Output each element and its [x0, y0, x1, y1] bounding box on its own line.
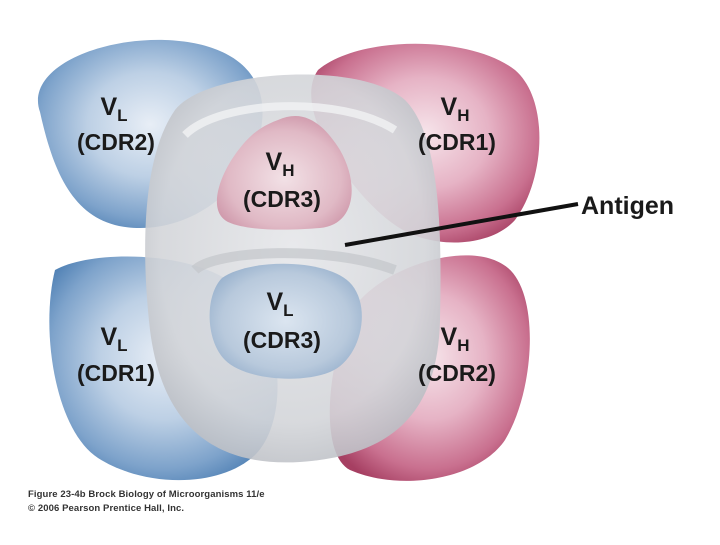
label-vh-cdr2-cdr: (CDR2) [418, 360, 496, 386]
label-vl-cdr2-chain: V [100, 93, 117, 121]
label-vl-cdr3-cdr: (CDR3) [243, 327, 321, 353]
label-vl-cdr2-subscript: L [117, 106, 127, 125]
label-vl-cdr1-subscript: L [117, 336, 127, 355]
antigen-pointer-line [344, 202, 579, 247]
label-vh-cdr3: VH (CDR3) [243, 148, 321, 212]
antigen-groove-shading-upper [182, 102, 398, 138]
label-vl-cdr3: VL (CDR3) [243, 288, 321, 353]
label-vh-cdr2: VH (CDR2) [418, 323, 496, 386]
antigen-groove-shading [191, 248, 397, 275]
svg-text:VL: VL [100, 323, 127, 355]
vh-cdr3-region [216, 115, 352, 230]
svg-text:VH: VH [441, 93, 470, 125]
copyright-caption: © 2006 Pearson Prentice Hall, Inc. [28, 503, 185, 514]
label-vh-cdr1: VH (CDR1) [418, 93, 496, 155]
label-vl-cdr1-chain: V [100, 323, 117, 351]
label-vh-cdr2-subscript: H [457, 336, 469, 355]
label-vl-cdr2: VL (CDR2) [77, 93, 155, 155]
label-vh-cdr1-cdr: (CDR1) [418, 129, 496, 155]
svg-text:VL: VL [100, 93, 127, 125]
label-vl-cdr1-cdr: (CDR1) [77, 360, 155, 386]
svg-text:VH: VH [441, 323, 470, 355]
label-vh-cdr2-chain: V [441, 323, 458, 351]
label-vl-cdr3-subscript: L [283, 301, 293, 320]
label-vh-cdr1-subscript: H [457, 106, 469, 125]
label-vh-cdr1-chain: V [441, 93, 458, 121]
label-vl-cdr2-cdr: (CDR2) [77, 129, 155, 155]
label-vl-cdr1: VL (CDR1) [77, 323, 155, 386]
label-vh-cdr3-chain: V [266, 148, 283, 176]
svg-text:VH: VH [266, 148, 295, 180]
figure-caption: Figure 23-4b Brock Biology of Microorgan… [28, 489, 265, 500]
label-vl-cdr3-chain: V [266, 288, 283, 316]
label-vh-cdr3-subscript: H [282, 161, 294, 180]
label-vh-cdr3-cdr: (CDR3) [243, 186, 321, 212]
vl-cdr3-region [209, 263, 362, 379]
svg-text:VL: VL [266, 288, 293, 320]
antigen-label: Antigen [581, 192, 674, 220]
